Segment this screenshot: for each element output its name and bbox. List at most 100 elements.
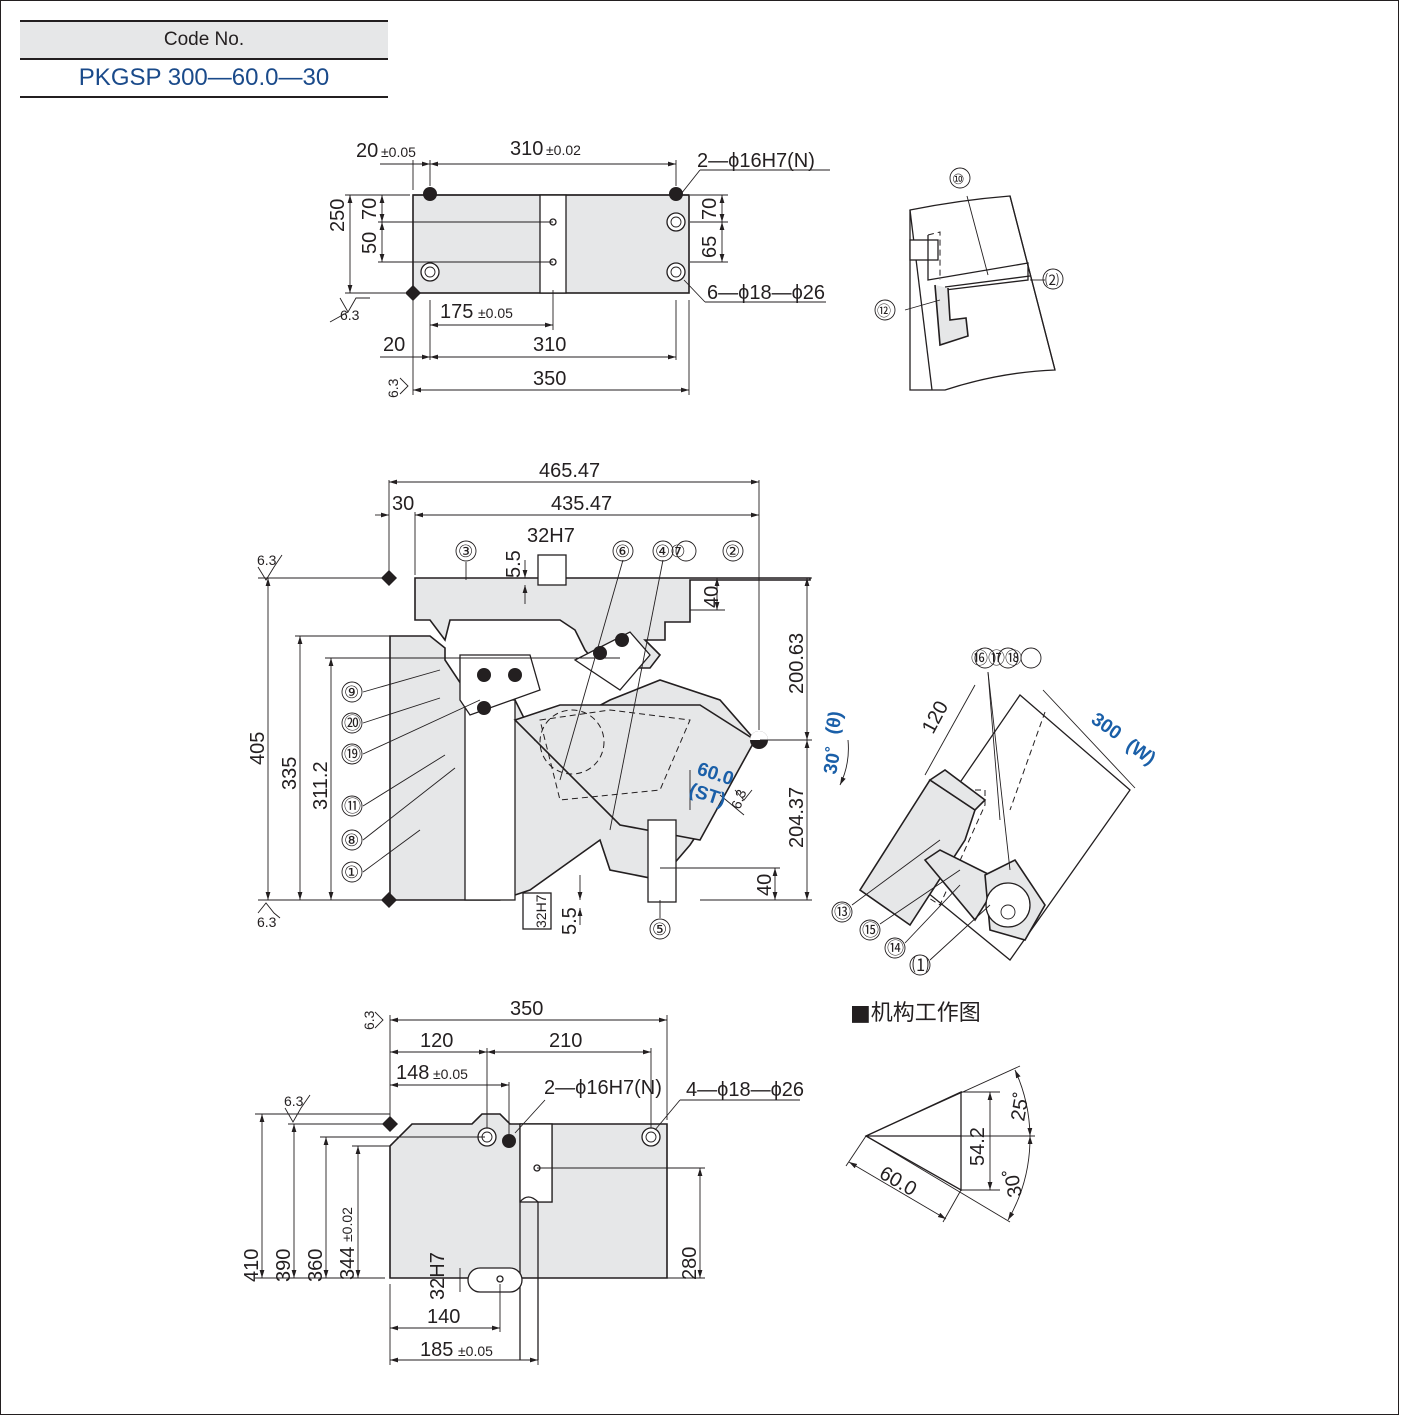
dim-250: 250 <box>327 199 349 232</box>
bottom-dim-32h7: 32H7 <box>427 1252 449 1300</box>
part-6: ⑥ <box>615 542 630 561</box>
dim-350: 350 <box>533 368 566 390</box>
roughness-mark: 6.3 <box>257 552 277 568</box>
part-15: ⑮ <box>862 921 879 940</box>
front-view: 465.47 435.47 30 32H7 5.5 40 200.63 204.… <box>247 460 849 940</box>
roughness-mark: 6.3 <box>385 378 401 398</box>
dim-175: 175 <box>440 301 473 323</box>
top-view: 20 ±0.05 310 ±0.02 2—ϕ16H7(N) 6—ϕ18—ϕ26 … <box>327 138 830 398</box>
dim-175-tol: ±0.05 <box>478 305 513 321</box>
bottom-dowel-holes-label: 2—ϕ16H7(N) <box>544 1077 662 1099</box>
bottom-dim-120: 120 <box>420 1030 453 1052</box>
dim-204-37: 204.37 <box>786 787 808 848</box>
top-block <box>414 577 811 669</box>
dim-310-top: 310 <box>510 138 543 160</box>
bottom-dim-360: 360 <box>305 1249 327 1282</box>
dim-335: 335 <box>279 757 301 790</box>
dim-70-right: 70 <box>699 198 721 220</box>
part-3: ③ <box>458 542 473 561</box>
part-21: ⑴ <box>912 956 929 975</box>
bottom-dim-185: 185 <box>420 1339 453 1361</box>
part-19: ⑲ <box>344 745 361 764</box>
dim-5-5-bottom: 5.5 <box>559 907 581 935</box>
bolt-holes-label: 6—ϕ18—ϕ26 <box>707 282 825 304</box>
roughness-mark: 6.3 <box>728 787 750 811</box>
width-w: (W) <box>1122 735 1159 770</box>
bottom-dim-185-tol: ±0.05 <box>458 1343 493 1359</box>
bolt-hole-icon <box>666 262 686 282</box>
dim-32h7-bottom: 32H7 <box>533 894 549 928</box>
dim-65: 65 <box>699 236 721 258</box>
dowel-hole-icon <box>669 187 683 201</box>
dim-200-63: 200.63 <box>786 633 808 694</box>
width-300: 300 <box>1087 709 1125 744</box>
dim-60: 60.0 <box>876 1162 921 1201</box>
angle-25: 25˚ <box>1007 1091 1034 1123</box>
dim-20: 20 <box>356 140 378 162</box>
mechanism-diagram: ■机构工作图 54.2 60.0 25˚ 30˚ <box>845 1001 1035 1223</box>
part-2: ② <box>725 542 740 561</box>
dim-310-top-tol: ±0.02 <box>546 142 581 158</box>
dowel-hole-icon <box>423 187 437 201</box>
dim-405: 405 <box>247 732 269 765</box>
dim-435-47: 435.47 <box>551 493 612 515</box>
code-value: PKGSP 300—60.0—30 <box>20 60 388 98</box>
dim-311-2: 311.2 <box>310 761 332 810</box>
bottom-dim-344-tol: ±0.02 <box>339 1207 355 1242</box>
angle-30: 30˚ <box>820 745 845 776</box>
side-view: 120 300 (W) ⑯⑰⑱ ⑬ ⑮ ⑭ ⑴ <box>831 647 1159 976</box>
bottom-dim-350: 350 <box>510 998 543 1020</box>
roughness-mark: 6.3 <box>340 307 360 323</box>
dim-40: 40 <box>701 586 723 608</box>
bolt-hole-icon <box>666 212 686 232</box>
part-4-7: ④⑦ <box>655 542 685 561</box>
code-number-block: Code No. PKGSP 300—60.0—30 <box>20 20 388 98</box>
part-20: ⑳ <box>344 714 361 733</box>
bottom-dim-344: 344 <box>337 1247 359 1280</box>
mechanism-title: ■机构工作图 <box>850 1001 981 1026</box>
part-8: ⑧ <box>344 831 359 850</box>
part-10: ⑩ <box>952 171 965 187</box>
part-16-17-18: ⑯⑰⑱ <box>971 649 1022 668</box>
dim-20-tol: ±0.05 <box>381 144 416 160</box>
dim-70: 70 <box>359 198 381 220</box>
bottom-dim-280: 280 <box>679 1247 701 1280</box>
bottom-dim-148-tol: ±0.05 <box>433 1066 468 1082</box>
detail-view: ⑩ ⑫ ⑵ <box>874 167 1064 391</box>
dim-40-bottom: 40 <box>754 874 776 896</box>
angle-30-mech: 30˚ <box>1000 1167 1027 1199</box>
top-view-slot <box>539 194 567 294</box>
dim-54-2: 54.2 <box>967 1127 989 1166</box>
bottom-dim-210: 210 <box>549 1030 582 1052</box>
bottom-dim-140: 140 <box>427 1306 460 1328</box>
part-12: ⑫ <box>877 303 891 319</box>
part-1: ① <box>344 863 359 882</box>
dim-30: 30 <box>392 493 414 515</box>
dim-50: 50 <box>359 232 381 254</box>
dim-32h7: 32H7 <box>527 525 575 547</box>
part-13: ⑬ <box>834 903 851 922</box>
bottom-dim-390: 390 <box>273 1249 295 1282</box>
dim-5-5: 5.5 <box>503 550 525 578</box>
bottom-view: 350 120 210 148 ±0.05 2—ϕ16H7(N) 4—ϕ18—ϕ… <box>241 998 804 1365</box>
dowel-holes-label: 2—ϕ16H7(N) <box>697 150 815 172</box>
part-22: ⑵ <box>1045 272 1059 288</box>
dim-465-47: 465.47 <box>539 460 600 482</box>
dim-20-bottom: 20 <box>383 334 405 356</box>
bolt-hole-icon <box>420 262 440 282</box>
code-label: Code No. <box>20 20 388 60</box>
part-11: ⑪ <box>344 797 361 816</box>
side-dim-120: 120 <box>918 698 953 738</box>
part-5: ⑤ <box>652 920 667 939</box>
bottom-dim-148: 148 <box>396 1062 429 1084</box>
roughness-mark: 6.3 <box>361 1010 377 1030</box>
angle-theta: (θ) <box>822 710 847 736</box>
roughness-mark: 6.3 <box>284 1093 304 1109</box>
dim-310: 310 <box>533 334 566 356</box>
roughness-mark: 6.3 <box>257 914 277 930</box>
part-14: ⑭ <box>887 939 904 958</box>
bottom-dim-410: 410 <box>241 1249 263 1282</box>
bottom-bolt-holes-label: 4—ϕ18—ϕ26 <box>686 1079 804 1101</box>
